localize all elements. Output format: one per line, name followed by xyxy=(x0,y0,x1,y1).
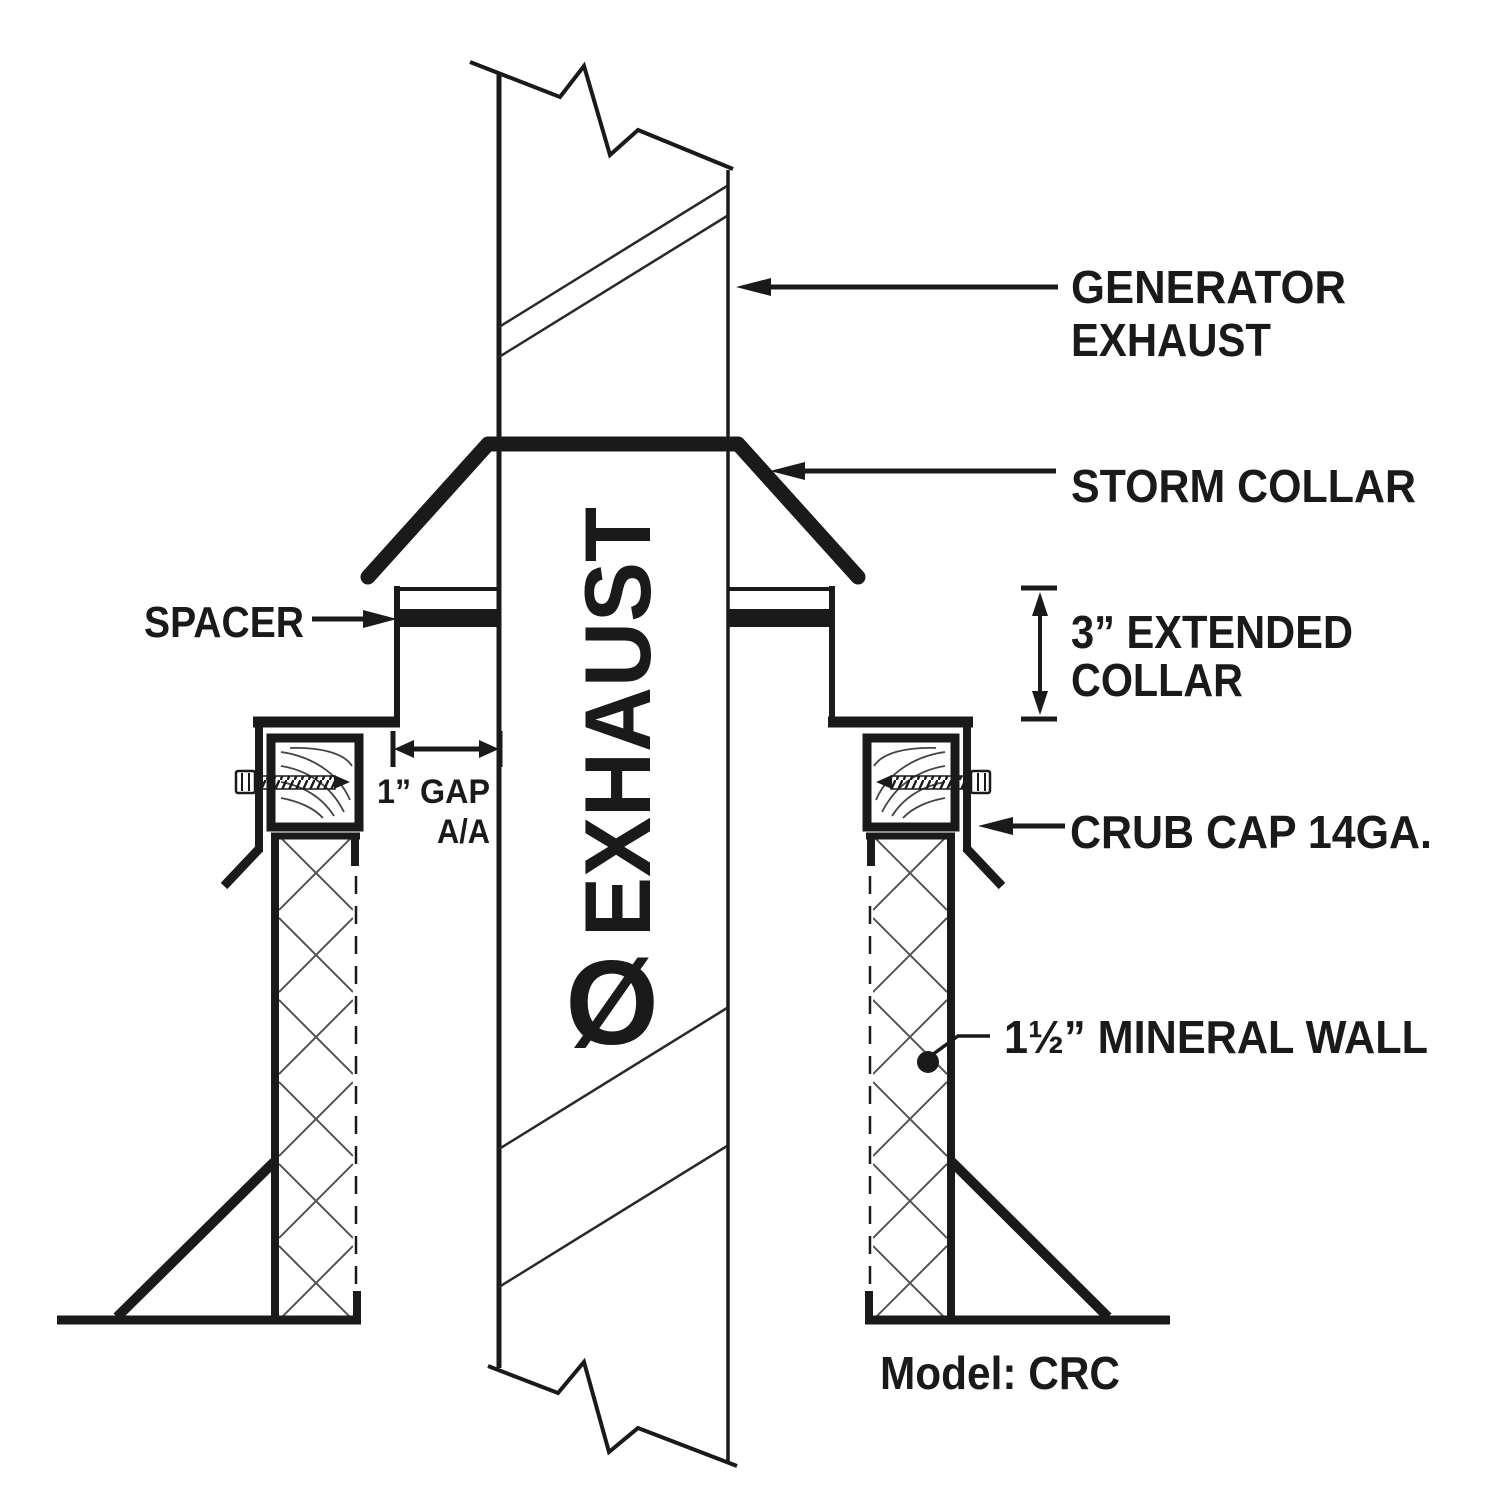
curb-cap xyxy=(220,716,1006,890)
gap-label-line2: A/A xyxy=(437,813,490,851)
storm-collar-arrowhead xyxy=(770,462,805,480)
gap-arrowhead-left xyxy=(394,740,414,758)
curb-cap-drip-right xyxy=(963,845,1006,890)
roof-curb-base xyxy=(57,1158,1170,1325)
brace-left xyxy=(113,1158,278,1321)
curb-cap-label: CRUB CAP 14GA. xyxy=(1070,806,1432,858)
spacer-label: SPACER xyxy=(144,598,304,647)
storm-collar xyxy=(360,436,866,585)
mineral-wall-left-hatch xyxy=(279,837,353,1317)
generator-exhaust-label-line2: EXHAUST xyxy=(1071,314,1271,366)
screw-shank-left xyxy=(256,775,336,790)
gap-dimension: 1” GAP A/A xyxy=(377,731,503,851)
model-title: Model: CRC xyxy=(880,1347,1120,1399)
lag-screw-left xyxy=(234,769,350,795)
pipe-flow-label: EXHAUST xyxy=(565,507,670,937)
spacer-arrowhead xyxy=(363,610,397,628)
spacer-band-left xyxy=(397,609,499,627)
screw-tip-right xyxy=(876,775,892,789)
spacer-and-extended-collar xyxy=(394,586,835,719)
spacer-callout: SPACER xyxy=(144,598,397,647)
curb-cap-callout: CRUB CAP 14GA. xyxy=(978,806,1432,858)
generator-exhaust-callout: GENERATOR EXHAUST xyxy=(736,261,1346,366)
mineral-wall-leader-dot xyxy=(917,1051,939,1073)
mineral-wall-leader xyxy=(930,1034,990,1057)
extended-collar-dimension: 3” EXTENDED COLLAR xyxy=(1021,585,1353,722)
exhaust-pipe xyxy=(469,60,738,1468)
gap-arrowhead-right xyxy=(479,740,499,758)
storm-collar-label: STORM COLLAR xyxy=(1071,460,1416,512)
pipe-diameter-symbol: Ø xyxy=(565,936,658,1070)
extended-collar-arrowhead-bottom xyxy=(1032,691,1048,715)
pipe-hatch-lines xyxy=(498,184,728,1289)
mineral-wall-left xyxy=(271,832,361,1322)
mineral-wall-right-hatch xyxy=(873,837,947,1317)
curb-cap-drip-left xyxy=(220,845,263,890)
screw-tip-left xyxy=(334,775,350,789)
extended-collar-label-line1: 3” EXTENDED xyxy=(1071,606,1353,658)
lag-screw-right xyxy=(876,769,992,795)
spacer-band-right xyxy=(728,609,832,627)
extended-collar-label-line2: COLLAR xyxy=(1071,654,1243,706)
generator-exhaust-label-line1: GENERATOR xyxy=(1071,261,1346,313)
mineral-wall-callout: 1½” MINERAL WALL xyxy=(917,1011,1428,1073)
generator-exhaust-arrowhead xyxy=(736,278,771,296)
mineral-wall-label: 1½” MINERAL WALL xyxy=(1004,1011,1428,1063)
screw-head-left xyxy=(234,769,257,795)
curb-cap-arrowhead xyxy=(978,817,1013,835)
storm-collar-callout: STORM COLLAR xyxy=(770,460,1416,512)
mineral-wall-right xyxy=(865,832,955,1322)
pipe-bottom-break-line xyxy=(487,1357,738,1468)
brace-right xyxy=(948,1158,1112,1321)
pipe-top-break-line xyxy=(469,60,734,171)
gap-label-line1: 1” GAP xyxy=(377,773,490,811)
extended-collar-arrowhead-top xyxy=(1032,592,1048,616)
screw-head-right xyxy=(969,769,992,795)
storm-collar-profile xyxy=(360,436,866,585)
screw-shank-right xyxy=(890,775,970,790)
